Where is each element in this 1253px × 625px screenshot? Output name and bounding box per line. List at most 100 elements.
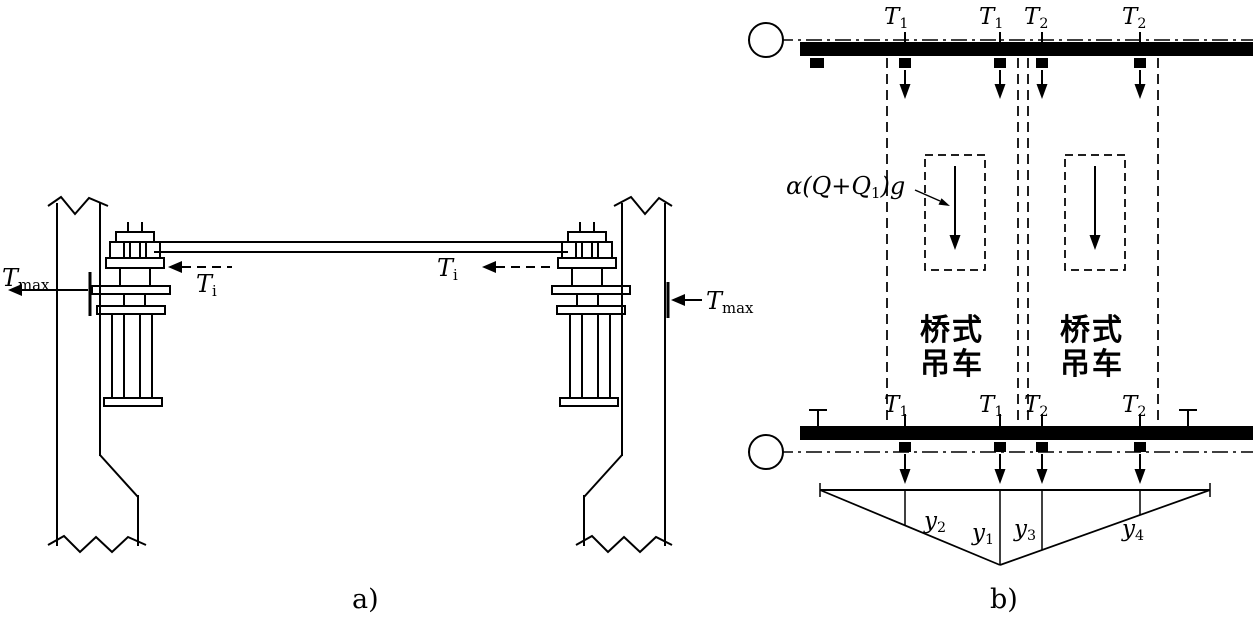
crane-left-name-line1: 桥式 xyxy=(920,314,984,347)
beam-sole-plate xyxy=(556,305,626,315)
panel-a xyxy=(8,195,702,554)
arrowhead-icon xyxy=(168,261,182,273)
crane-wheel xyxy=(899,442,911,452)
left-crane-beam-section xyxy=(88,272,171,407)
ordinate-label-y2: y2 xyxy=(924,508,947,537)
column-axis-circle xyxy=(748,22,784,58)
arrowhead-icon xyxy=(994,469,1006,484)
arrowhead-icon xyxy=(1134,469,1146,484)
trolley-box xyxy=(924,154,986,271)
rail-head xyxy=(567,231,607,243)
rail-base-plate xyxy=(105,257,165,269)
t-max-left-label: Tmax xyxy=(2,264,50,295)
arrowhead-icon xyxy=(1036,84,1048,99)
crane-wheel xyxy=(1134,442,1146,452)
rail-bar xyxy=(800,42,1253,56)
rail-bracket xyxy=(810,58,824,68)
top-wheel-load-arrows xyxy=(899,70,1146,99)
influence-line xyxy=(819,483,1211,566)
trolley-box xyxy=(1064,154,1126,271)
top-wheel-load-label: T2 xyxy=(1122,4,1147,33)
arrowhead-icon xyxy=(938,198,950,206)
beam-top-flange xyxy=(91,285,171,295)
t-max-right-label: Tmax xyxy=(706,287,754,318)
beam-top-flange xyxy=(551,285,631,295)
trolley-left xyxy=(924,154,986,271)
leader-shaft xyxy=(914,189,941,202)
crane-wheel xyxy=(1036,442,1048,452)
crane-wheel xyxy=(1036,58,1048,68)
column-haunch-line xyxy=(99,454,139,498)
rail-clamp xyxy=(597,241,613,259)
beam-bottom-flange xyxy=(103,397,163,407)
arrowhead-icon xyxy=(1036,469,1048,484)
t-i-right-arrow xyxy=(482,261,552,273)
rail-bar xyxy=(800,426,1253,440)
break-line xyxy=(575,534,673,554)
t-i-left-arrow xyxy=(168,261,232,273)
bottom-wheel-load-label: T2 xyxy=(1122,392,1147,421)
arrowhead-icon xyxy=(899,469,911,484)
tie-rod xyxy=(154,241,568,253)
right-crane-beam-section xyxy=(551,282,670,407)
load-label-leader-arrow xyxy=(914,189,950,206)
rail-clamp xyxy=(561,241,577,259)
panel-b xyxy=(748,22,1253,566)
ordinate-label-y3: y3 xyxy=(1014,516,1037,545)
crane-wheel xyxy=(994,58,1006,68)
beam-bottom-flange xyxy=(559,397,619,407)
ordinate-label-y1: y1 xyxy=(972,520,995,549)
right-column xyxy=(575,195,673,554)
rail-clamp xyxy=(109,241,125,259)
crane-bridge-outline-left xyxy=(886,58,1019,425)
right-rail-assembly xyxy=(557,222,617,286)
bottom-wheel-load-label: T2 xyxy=(1024,392,1049,421)
arrowhead-icon xyxy=(671,294,685,306)
top-wheel-load-label: T1 xyxy=(884,4,909,33)
column-axis-circle xyxy=(748,434,784,470)
influence-slope-line xyxy=(999,489,1211,566)
t-max-right-arrow xyxy=(671,294,702,306)
crane-bridge-outline-right xyxy=(1027,58,1159,425)
t-i-right-label: Ti xyxy=(437,254,458,285)
arrowhead-icon xyxy=(994,84,1006,99)
beam-sole-plate xyxy=(96,305,166,315)
rail-base-plate xyxy=(557,257,617,269)
beam-pedestal xyxy=(569,313,611,399)
rail-clamp xyxy=(145,241,161,259)
ordinate-label-y4: y4 xyxy=(1122,516,1145,545)
arrowhead-icon xyxy=(899,84,911,99)
bottom-crane-rail xyxy=(748,409,1253,470)
left-rail-assembly xyxy=(105,222,165,286)
top-wheel-load-label: T2 xyxy=(1024,4,1049,33)
arrowhead-icon xyxy=(1089,235,1101,250)
top-wheel-load-label: T1 xyxy=(979,4,1004,33)
crane-wheel xyxy=(994,442,1006,452)
break-line xyxy=(613,195,673,216)
crane-wheel xyxy=(899,58,911,68)
influence-slope-line xyxy=(819,489,1001,566)
crane-wheel xyxy=(1134,58,1146,68)
bottom-wheel-load-arrows xyxy=(899,454,1146,484)
bottom-wheel-load-label: T1 xyxy=(979,392,1004,421)
arrowhead-icon xyxy=(482,261,496,273)
crane-right-name-line2: 吊车 xyxy=(1060,348,1124,381)
t-i-left-label: Ti xyxy=(196,270,217,301)
arrowhead-icon xyxy=(949,235,961,250)
crane-right-name-line1: 桥式 xyxy=(1060,314,1124,347)
column-haunch-line xyxy=(583,454,623,498)
rail-head xyxy=(115,231,155,243)
break-line xyxy=(47,195,109,216)
trolley-right xyxy=(1064,154,1126,271)
panel-b-caption: b) xyxy=(990,584,1018,615)
left-column xyxy=(47,195,147,554)
break-line xyxy=(47,534,147,554)
beam-pedestal xyxy=(111,313,153,399)
arrowhead-icon xyxy=(8,284,22,296)
top-crane-rail xyxy=(748,22,1253,68)
trolley-load-label: α(Q+Q1)g xyxy=(786,172,906,203)
arrowhead-icon xyxy=(1134,84,1146,99)
bottom-wheel-load-label: T1 xyxy=(884,392,909,421)
